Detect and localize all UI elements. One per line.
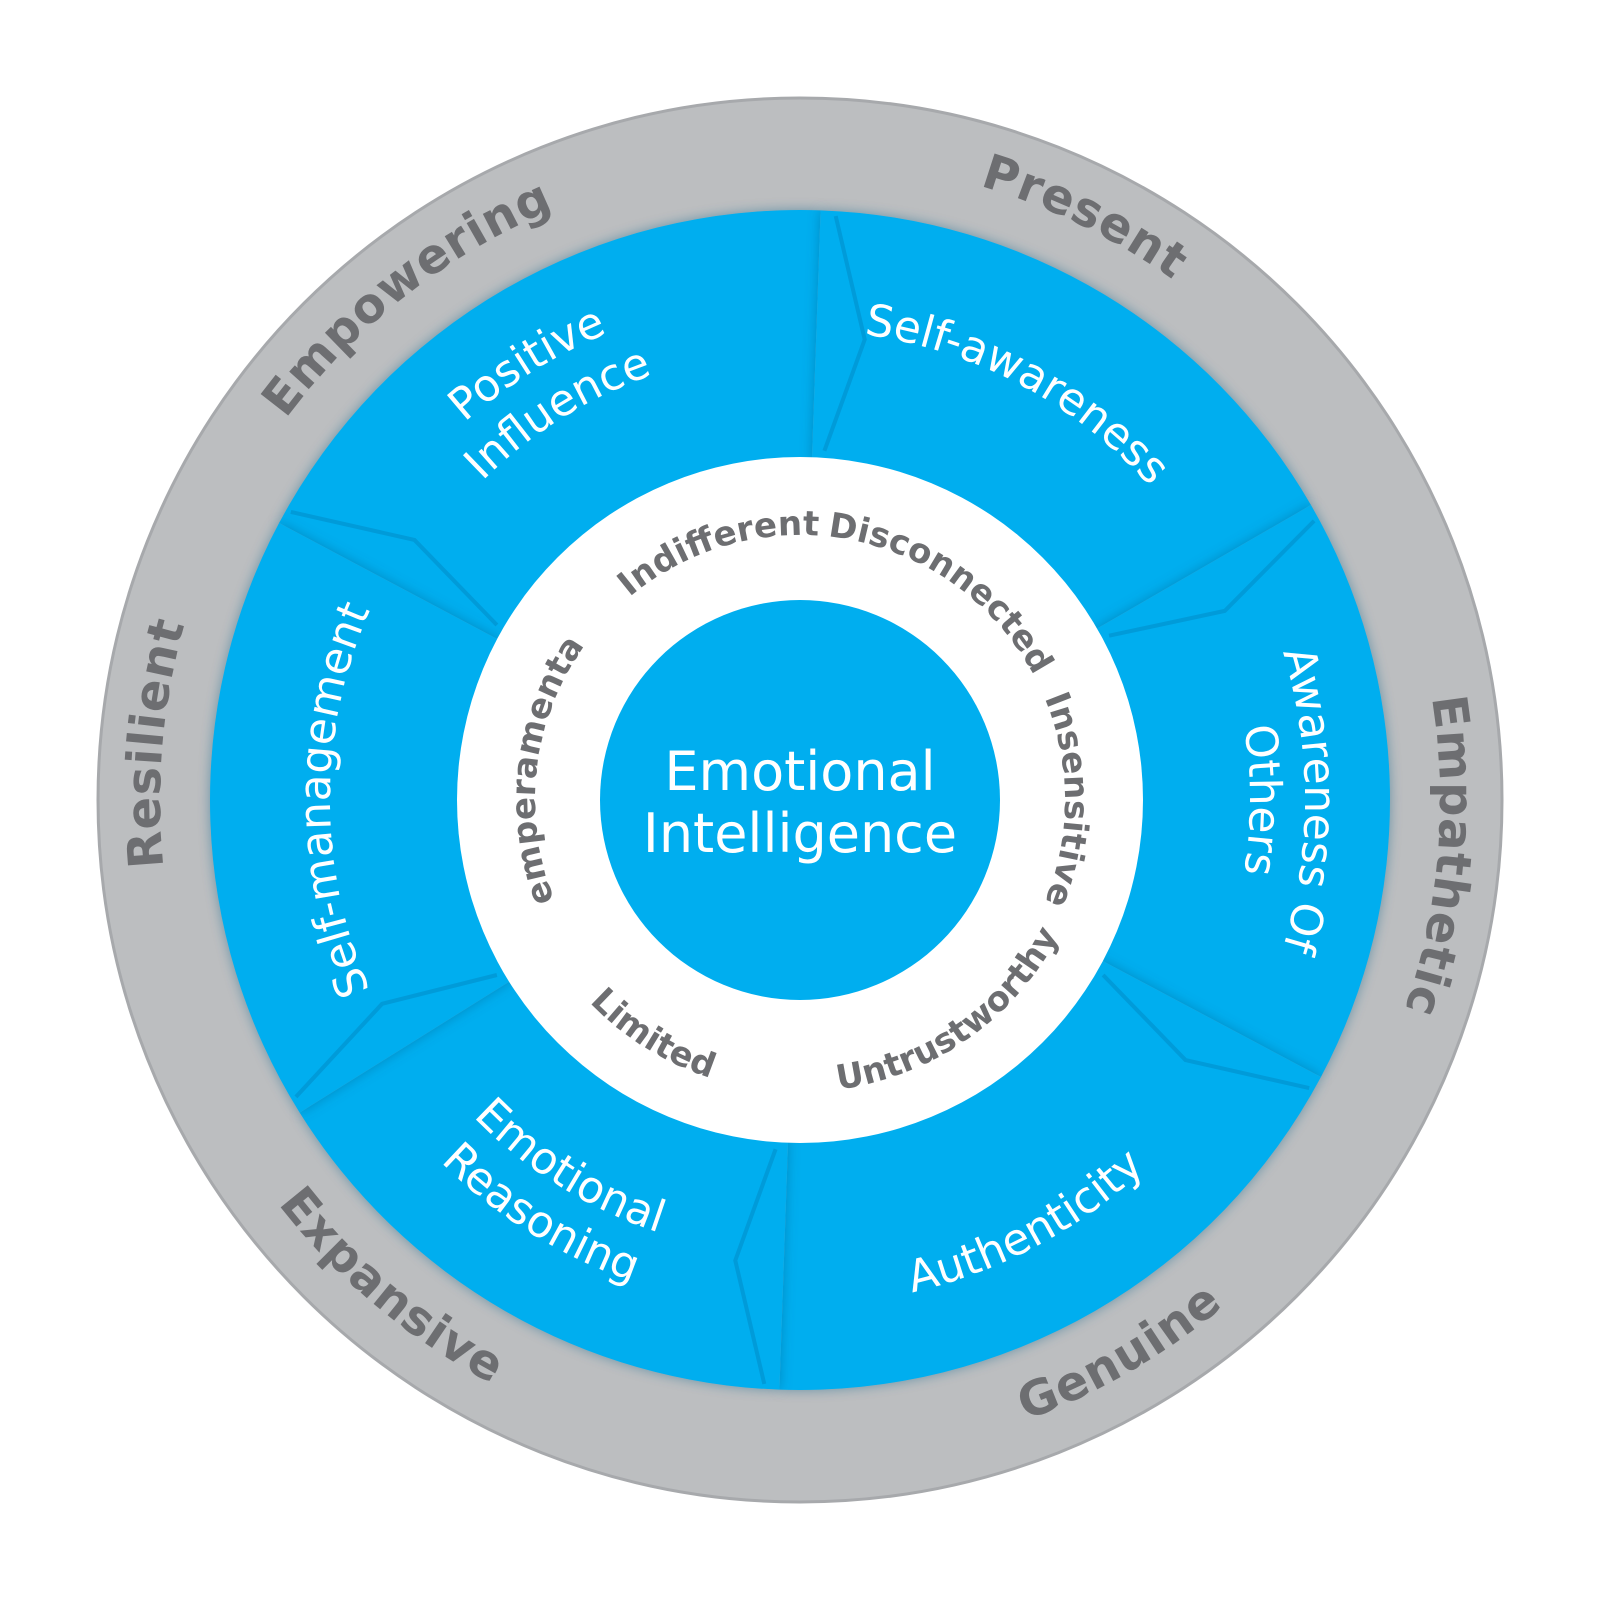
segment-awareness-of-others xyxy=(1094,505,1390,1077)
segment-positive-influence xyxy=(279,209,821,641)
center-circle xyxy=(600,600,1000,1000)
outer-ring-edge xyxy=(96,96,1504,1504)
segment-fold-authenticity xyxy=(1101,973,1310,1091)
segment-fold-self-awareness xyxy=(822,215,867,452)
segment-fold-self-management xyxy=(294,973,498,1099)
segment-authenticity xyxy=(779,959,1321,1390)
segment-self-management xyxy=(209,523,512,1113)
center-title-line1: Emotional xyxy=(664,740,935,803)
segment-band xyxy=(209,209,1390,1390)
segment-self-awareness xyxy=(811,210,1311,630)
center-title-line2: Intelligence xyxy=(643,802,957,865)
segment-fold-positive-influence xyxy=(290,509,499,627)
segment-emotional-reasoning xyxy=(299,980,789,1390)
segment-fold-awareness-of-others xyxy=(1108,519,1316,638)
segment-fold-emotional-reasoning xyxy=(733,1148,778,1385)
